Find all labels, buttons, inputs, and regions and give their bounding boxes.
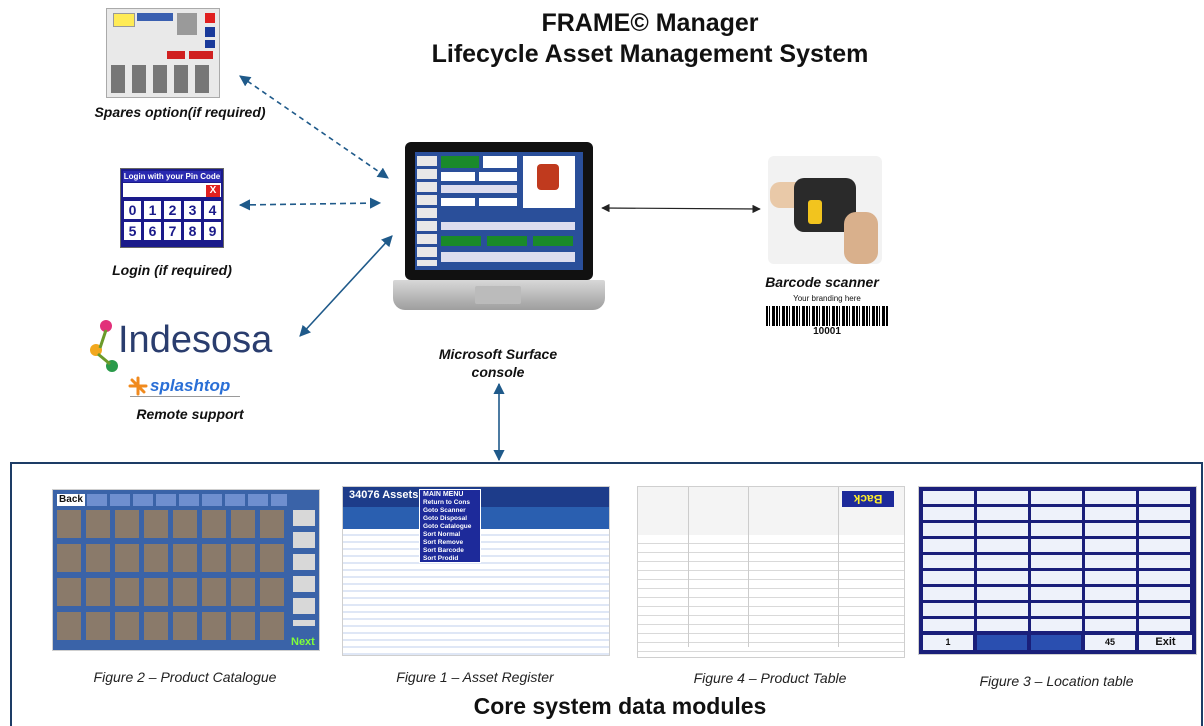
main-menu: MAIN MENU Return to Cons Goto Scanner Go…	[419, 489, 481, 563]
title-line-1: FRAME© Manager	[541, 9, 759, 37]
menu-item: Return to Cons	[423, 499, 470, 506]
pin-key: 1	[144, 201, 161, 219]
figure-product-catalogue: Back Next	[52, 489, 320, 651]
login-header: Login with your Pin Code	[123, 171, 221, 182]
figure-asset-register: 34076 Assets MAIN MENU Return to Cons Go…	[342, 486, 610, 656]
arrow-remote-console	[299, 235, 393, 337]
catalogue-next-button: Next	[291, 636, 315, 648]
arrow-spares-console	[239, 75, 389, 179]
asset-count: 34076 Assets	[349, 489, 419, 501]
figure-4-caption: Figure 4 – Product Table	[693, 670, 847, 686]
figure-2-caption: Figure 2 – Product Catalogue	[93, 669, 277, 685]
spares-screen-thumbnail	[106, 8, 220, 98]
barcode-number: 10001	[813, 326, 841, 337]
login-caption: Login (if required)	[112, 262, 232, 278]
menu-item: Sort Barcode	[423, 547, 464, 554]
location-exit-button: Exit	[1139, 635, 1192, 650]
laptop-base	[393, 280, 605, 310]
figure-3-caption: Figure 3 – Location table	[979, 673, 1134, 689]
barcode-scanner-image	[768, 156, 882, 264]
console-caption-line-1: Microsoft Surface	[438, 346, 558, 362]
location-page-number: 1	[923, 635, 973, 650]
figure-1-caption: Figure 1 – Asset Register	[396, 669, 554, 685]
figure-product-table: Back	[637, 486, 905, 658]
indesosa-logo-icon	[90, 320, 118, 372]
menu-item: Sort Normal	[423, 531, 461, 538]
pin-key: 6	[144, 222, 161, 240]
pin-key: 0	[124, 201, 141, 219]
pin-key: 7	[164, 222, 181, 240]
pin-key: 4	[204, 201, 221, 219]
menu-item: Goto Disposal	[423, 515, 468, 522]
modules-title: Core system data modules	[473, 693, 767, 719]
logo-divider	[130, 396, 240, 397]
console-caption-line-2: console	[471, 364, 525, 380]
indesosa-logo-text: Indesosa	[118, 319, 273, 361]
login-pin-panel: Login with your Pin Code X 0 1 2 3 4 5 6…	[120, 168, 224, 248]
splashtop-icon	[128, 376, 148, 396]
catalogue-back-button: Back	[57, 494, 85, 506]
barcode-branding: Your branding here	[793, 294, 861, 303]
laptop-screen	[405, 142, 593, 280]
scanner-caption: Barcode scanner	[765, 274, 879, 290]
remote-caption: Remote support	[136, 406, 244, 422]
pin-key: 2	[164, 201, 181, 219]
figure-location-table: 1 45 Exit	[918, 486, 1197, 655]
pin-key: 3	[184, 201, 201, 219]
pin-key: 9	[204, 222, 221, 240]
product-table-back-button: Back	[842, 491, 894, 507]
barcode-bars	[766, 306, 888, 326]
laptop-trackpad	[475, 286, 521, 304]
pin-display	[123, 183, 221, 197]
barcode-label: Your branding here 10001	[752, 294, 902, 342]
pin-key: 5	[124, 222, 141, 240]
core-modules-frame	[10, 462, 1203, 726]
arrow-login-console	[238, 197, 382, 211]
location-count: 45	[1085, 635, 1135, 650]
title-line-2: Lifecycle Asset Management System	[431, 40, 869, 68]
arrow-console-scanner	[601, 203, 761, 214]
pin-keypad: 0 1 2 3 4 5 6 7 8 9	[124, 201, 222, 240]
splashtop-logo-text: splashtop	[150, 376, 231, 395]
spares-caption: Spares option(if required)	[94, 104, 266, 120]
location-prev-arrow-icon	[977, 635, 1027, 650]
main-menu-title: MAIN MENU	[423, 491, 464, 498]
pin-key: 8	[184, 222, 201, 240]
menu-item: Sort Remove	[423, 539, 464, 546]
menu-item: Goto Scanner	[423, 507, 466, 514]
page-title: FRAME© Manager Lifecycle Asset Managemen…	[300, 8, 1000, 70]
menu-item: Sort Prodid	[423, 555, 459, 562]
location-next-arrow-icon	[1031, 635, 1081, 650]
close-icon: X	[206, 185, 220, 197]
console-app-screen	[415, 152, 583, 270]
menu-item: Goto Catalogue	[423, 523, 472, 530]
